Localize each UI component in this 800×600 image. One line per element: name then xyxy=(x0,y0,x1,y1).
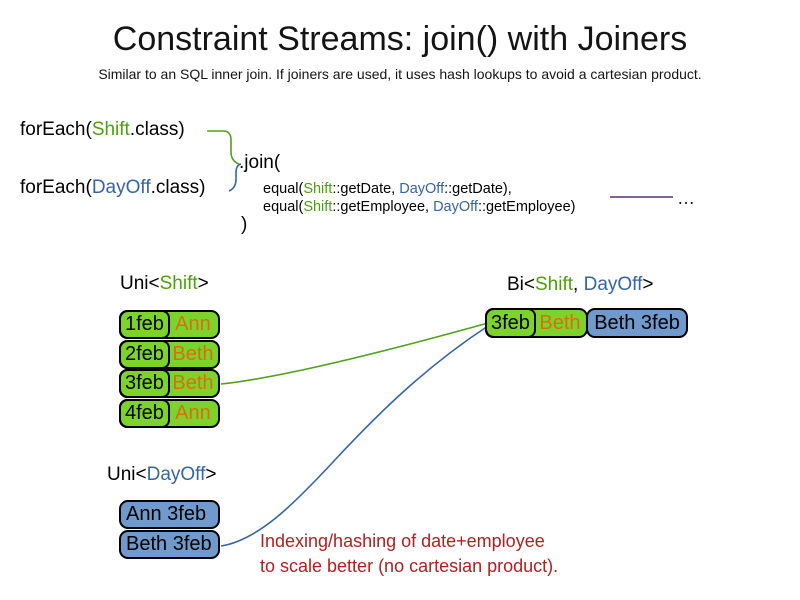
code-join-open: .join( xyxy=(239,152,281,173)
employee-cell: Ann xyxy=(175,313,211,335)
code-text: ::getDate), xyxy=(444,181,512,197)
code-text: equal( xyxy=(263,181,304,197)
uni-shift-label: Uni<Shift> xyxy=(120,273,209,295)
table-row: Ann 3feb xyxy=(119,500,220,529)
table-row: 3feb Beth xyxy=(119,369,220,398)
label-text: Bi< xyxy=(507,274,535,295)
code-text: equal( xyxy=(263,199,304,215)
code-text: forEach( xyxy=(20,119,92,140)
dayoff-class-token: DayOff xyxy=(91,177,151,198)
shift-class-token: Shift xyxy=(303,199,333,215)
label-text: > xyxy=(197,273,209,294)
employee-cell: Beth xyxy=(539,311,581,334)
employee-cell: Ann xyxy=(175,401,211,424)
date-cell: 3feb xyxy=(119,369,170,398)
bi-label: Bi<Shift, DayOff> xyxy=(507,274,653,296)
bi-result-row: 3feb Beth Beth 3feb xyxy=(485,308,688,338)
more-joiners-ellipsis: … xyxy=(677,188,697,208)
date-cell: 4feb xyxy=(119,398,170,428)
page-title: Constraint Streams: join() with Joiners xyxy=(112,20,688,58)
employee-cell: Beth xyxy=(172,342,214,365)
code-joiner-employee: equal(Shift::getEmployee, DayOff::getEmp… xyxy=(263,199,575,215)
note-line: Indexing/hashing of date+employee xyxy=(260,531,545,551)
indexing-note: Indexing/hashing of date+employee to sca… xyxy=(260,529,558,579)
shift-class-token: Shift xyxy=(159,273,198,294)
code-foreach-dayoff: forEach(DayOff.class) xyxy=(20,177,206,199)
table-row: 2feb Beth xyxy=(119,339,220,369)
shift-class-token: Shift xyxy=(535,274,574,295)
employee-cell: Beth xyxy=(172,372,214,394)
date-cell: 1feb xyxy=(119,310,170,339)
shift-match-green-line xyxy=(220,322,489,385)
uni-dayoff-table: Ann 3feb Beth 3feb xyxy=(119,500,220,559)
label-text: , xyxy=(573,274,584,295)
dayoff-class-token: DayOff xyxy=(399,181,445,197)
bi-dayoff-cell: Beth 3feb xyxy=(586,308,688,338)
code-text: ::getEmployee, xyxy=(332,199,434,215)
code-joiner-date: equal(Shift::getDate, DayOff::getDate), xyxy=(263,181,512,197)
table-row: 1feb Ann xyxy=(119,310,220,339)
code-text: .class) xyxy=(129,119,185,140)
date-cell: 2feb xyxy=(119,339,170,369)
label-text: > xyxy=(642,274,654,295)
code-text: .class) xyxy=(150,177,206,198)
table-row: 4feb Ann xyxy=(119,398,220,428)
date-cell: 3feb xyxy=(485,308,536,338)
uni-dayoff-label: Uni<DayOff> xyxy=(107,464,217,486)
label-text: Uni< xyxy=(107,464,147,485)
page-subtitle: Similar to an SQL inner join. If joiners… xyxy=(98,66,702,82)
join-brace-green-line xyxy=(207,130,240,165)
bi-shift-cell: 3feb Beth xyxy=(485,308,588,338)
dayoff-class-token: DayOff xyxy=(583,274,643,295)
table-row: Beth 3feb xyxy=(119,529,220,559)
uni-shift-table: 1feb Ann 2feb Beth 3feb Beth 4feb Ann xyxy=(119,310,220,428)
label-text: Uni< xyxy=(120,273,160,294)
dayoff-class-token: DayOff xyxy=(146,464,206,485)
code-foreach-shift: forEach(Shift.class) xyxy=(20,119,185,141)
code-text: forEach( xyxy=(20,177,92,198)
dayoff-match-blue-line xyxy=(220,325,489,547)
note-line: to scale better (no cartesian product). xyxy=(260,556,559,576)
label-text: > xyxy=(205,464,217,485)
shift-class-token: Shift xyxy=(303,181,333,197)
code-text: ::getEmployee) xyxy=(477,199,576,215)
dayoff-class-token: DayOff xyxy=(433,199,478,215)
shift-class-token: Shift xyxy=(91,119,130,140)
code-text: ::getDate, xyxy=(332,181,400,197)
code-join-close: ) xyxy=(241,214,248,235)
